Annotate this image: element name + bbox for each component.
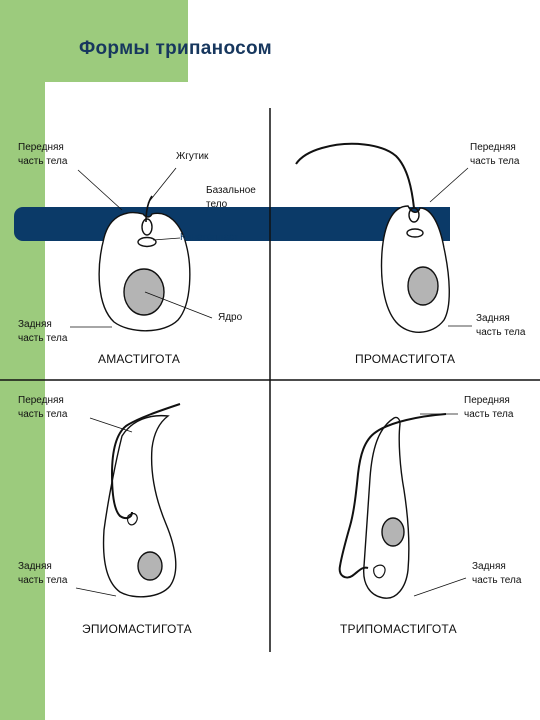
epimastigote-front-label: Передняя часть тела <box>18 395 68 420</box>
epimastigote-rear-label: Задняя часть тела <box>18 561 68 586</box>
trypomastigote-caption: ТРИПОМАСТИГОТА <box>340 622 457 636</box>
amastigote-figure <box>70 167 213 332</box>
trypomastigote-rear-label: Задняя часть тела <box>472 561 522 586</box>
nucleus-label: Ядро <box>218 312 243 323</box>
amastigote-kinetoplast-leader <box>152 237 181 241</box>
trypomastigote-rear-leader <box>413 577 467 597</box>
slide-title: Формы трипаносом <box>79 38 272 59</box>
flagellum-label: Жгутик <box>176 151 209 162</box>
promastigote-front-leader <box>429 167 469 203</box>
epimastigote-caption: ЭПИОМАСТИГОТА <box>82 622 192 636</box>
highlight-band <box>14 207 450 241</box>
promastigote-flagellum <box>295 142 415 209</box>
accent-header-block <box>0 0 188 82</box>
epimastigote-front-leader <box>89 417 133 433</box>
amastigote-nucleus-leader <box>144 291 213 319</box>
epimastigote-kinetoplast <box>127 512 138 526</box>
basal-body-label: Базальное тело <box>206 185 256 210</box>
amastigote-nucleus <box>123 268 165 316</box>
trypomastigote-front-label: Передняя часть тела <box>464 395 514 420</box>
promastigote-figure <box>295 142 472 333</box>
promastigote-front-label: Передняя часть тела <box>470 142 520 167</box>
promastigote-kinetoplast <box>406 228 424 238</box>
amastigote-flagellum-leader <box>147 167 177 204</box>
amastigote-front-leader <box>77 169 123 211</box>
trypomastigote-figure <box>338 413 467 599</box>
promastigote-caption: ПРОМАСТИГОТА <box>355 352 456 366</box>
amastigote-caption: АМАСТИГОТА <box>98 352 181 366</box>
amastigote-front-label: Передняя часть тела <box>18 142 68 167</box>
epimastigote-rear-leader <box>75 587 117 597</box>
amastigote-kinetoplast <box>137 236 157 248</box>
epimastigote-nucleus <box>137 551 163 581</box>
epimastigote-body <box>102 414 177 598</box>
amastigote-flagellum <box>145 195 153 223</box>
promastigote-rear-label: Задняя часть тела <box>476 313 526 338</box>
trypomastigote-body <box>363 416 410 599</box>
trypomastigote-flagellum <box>338 413 447 579</box>
amastigote-basal-body <box>141 218 153 236</box>
accent-sidebar <box>0 0 45 720</box>
content-area-corner <box>45 82 205 202</box>
trypomastigote-kinetoplast <box>373 564 386 579</box>
amastigote-rear-label: Задняя часть тела <box>18 319 68 344</box>
kinetoplast-label: Кинетопласт <box>180 232 239 243</box>
promastigote-nucleus <box>407 266 439 306</box>
trypomastigote-nucleus <box>381 517 405 547</box>
epimastigote-figure <box>75 403 181 598</box>
epimastigote-flagellum <box>110 403 181 520</box>
